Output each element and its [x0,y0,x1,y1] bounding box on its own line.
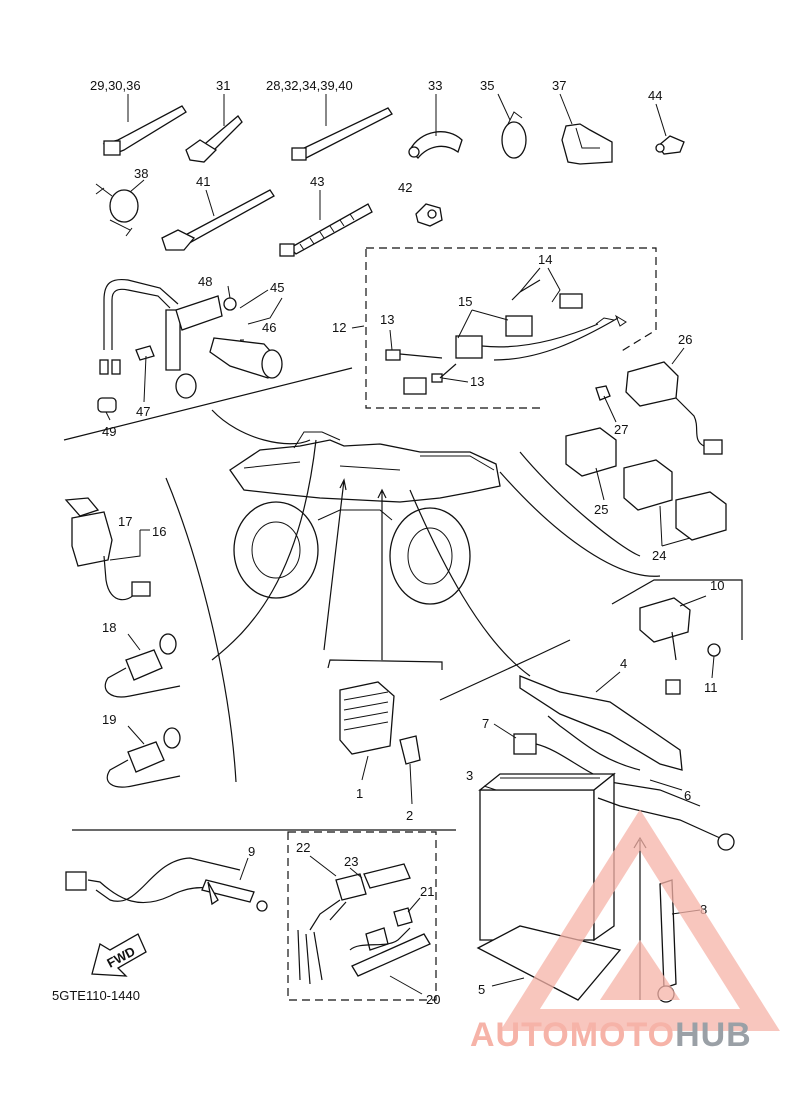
label-43: 43 [310,174,324,189]
part-labels: 29,30,36 31 28,32,34,39,40 33 35 37 44 3… [90,78,724,1007]
label-44: 44 [648,88,662,103]
leader-curve-4 [499,471,661,577]
label-49: 49 [102,424,116,439]
label-6: 6 [684,788,691,803]
label-25: 25 [594,502,608,517]
clip-38 [95,183,139,237]
ignitor-unit-10 [639,597,721,695]
arrow-to-atv-1 [377,488,387,660]
watermark-text: AUTOMOTOHUB [470,1016,752,1055]
label-14: 14 [538,252,552,267]
label-7: 7 [482,716,489,731]
label-13-bottom: 13 [470,374,484,389]
label-31: 31 [216,78,230,93]
cable-tie-41 [161,189,275,251]
label-20: 20 [426,992,440,1007]
dashed-box-12 [365,247,657,409]
label-13-top: 13 [380,312,394,327]
relay-group-13-15 [385,279,627,395]
cable-tie-29-30-36 [102,105,187,156]
leader-curve-1 [211,439,317,661]
label-24: 24 [652,548,666,563]
rectifier-regulator-1 [339,681,421,765]
label-9: 9 [248,844,255,859]
atv-vehicle [229,431,501,605]
label-11: 11 [704,680,718,695]
label-21: 21 [420,884,434,899]
cable-tie-43 [279,203,373,257]
label-18: 18 [102,620,116,635]
label-45: 45 [270,280,284,295]
relay-group-24-27 [565,361,727,541]
diagram-code: 5GTE110-1440 [52,988,140,1003]
group-divider-left-2 [165,477,237,783]
group-divider-10 [611,579,743,640]
label-4: 4 [620,656,627,671]
label-8: 8 [700,902,707,917]
leader-curve-2 [409,489,531,677]
label-16: 16 [152,524,166,539]
label-26: 26 [678,332,692,347]
leader-curve-3 [211,409,311,445]
wire-harness-45-49 [97,278,283,413]
label-37: 37 [552,78,566,93]
label-22: 22 [296,840,310,855]
label-12: 12 [332,320,346,335]
label-29-30-36: 29,30,36 [90,78,141,93]
watermark-triangle-logo [500,809,780,1031]
cable-tie-31 [185,115,243,163]
watermark-text-part2: HUB [675,1016,752,1054]
leader-lines [105,93,715,995]
label-41: 41 [196,174,210,189]
clip-35 [501,111,527,159]
label-42: 42 [398,180,412,195]
label-47: 47 [136,404,150,419]
label-19: 19 [102,712,116,727]
label-33: 33 [428,78,442,93]
label-3: 3 [466,768,473,783]
group-divider-right [519,451,641,557]
cable-tie-28 [291,107,393,161]
clamp-33 [408,131,463,159]
label-38: 38 [134,166,148,181]
label-48: 48 [198,274,212,289]
group-divider-center [327,659,443,670]
fwd-arrow: FWD [91,933,147,977]
label-17: 17 [118,514,132,529]
label-35: 35 [480,78,494,93]
label-23: 23 [344,854,358,869]
switch-group-16-19 [64,497,181,788]
label-28-32-34-39-40: 28,32,34,39,40 [266,78,353,93]
label-46: 46 [262,320,276,335]
holder-37 [561,123,613,165]
group-divider-battery [439,639,571,701]
battery-area-3-8 [476,675,735,1003]
label-27: 27 [614,422,628,437]
clamp-44 [655,135,685,155]
label-10: 10 [710,578,724,593]
watermark-text-part1: AUTOMOTO [470,1016,676,1054]
wire-lead-9 [65,857,268,912]
label-2: 2 [406,808,413,823]
harness-group-20-23 [297,863,431,985]
group-divider-left [63,367,353,441]
clamp-42 [415,203,443,227]
label-5: 5 [478,982,485,997]
arrow-to-atv-2 [323,478,347,651]
label-1: 1 [356,786,363,801]
label-15: 15 [458,294,472,309]
dashed-box-20-23 [287,831,437,1001]
